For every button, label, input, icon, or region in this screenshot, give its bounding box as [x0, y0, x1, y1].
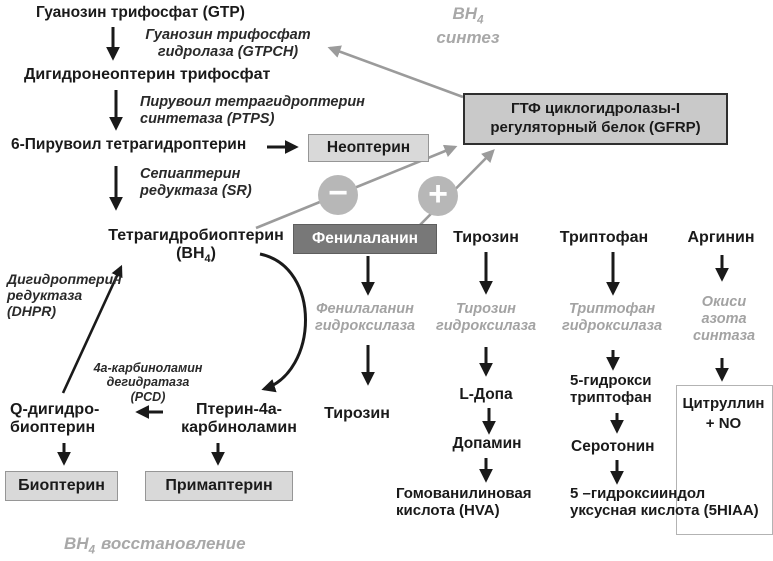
minus-icon: −	[318, 175, 358, 215]
enzyme-ptps: Пирувоил тетрагидроптерин синтетаза (PTP…	[140, 94, 385, 127]
enzyme-ptps-line2: синтетаза (PTPS)	[140, 110, 275, 127]
node-gtp: Гуанозин трифосфат (GTP)	[36, 4, 245, 21]
enzyme-gtpch-line2: гидролаза (GTPCH)	[157, 43, 299, 60]
tyrosine-header: Тирозин	[453, 229, 519, 246]
enzyme-trp-hydroxylase: Триптофан гидроксилаза	[561, 301, 663, 335]
enzyme-nos: Окиси азота синтаза	[692, 294, 756, 345]
primapterin-box: Примаптерин	[145, 471, 293, 501]
gfrp-label-line1: ГТФ циклогидролазы-I	[510, 100, 681, 118]
node-dopamine: Допамин	[452, 435, 522, 452]
enzyme-tyr-hydroxylase: Тирозин гидроксилаза	[435, 301, 537, 335]
section-bh4-synthesis: ВН4 синтез	[436, 4, 500, 48]
enzyme-dhpr: Дигидроптерин редуктаза (DHPR)	[7, 271, 122, 320]
plus-icon: +	[418, 176, 458, 216]
node-hva: Гомованилиновая кислота (HVA)	[396, 485, 532, 519]
enzyme-phe-hydroxylase: Фенилаланин гидроксилаза	[314, 301, 416, 335]
tryptophan-header: Триптофан	[559, 229, 649, 246]
biopterin-box: Биоптерин	[5, 471, 118, 501]
node-bh4-line1: Тетрагидробиоптерин	[108, 227, 284, 244]
enzyme-gtpch-line1: Гуанозин трифосфат	[145, 27, 311, 43]
node-serotonin: Серотонин	[571, 438, 655, 455]
node-tyrosine-product: Тирозин	[324, 405, 390, 422]
node-citrulline-no: Цитруллин + NO	[682, 395, 765, 432]
node-ldopa: L-Допа	[459, 386, 513, 403]
node-bh4: Тетрагидробиоптерин (ВН4)	[100, 227, 292, 265]
enzyme-pcd: 4а-карбиноламин дегидратаза (PCD)	[93, 361, 203, 404]
primapterin-label: Примаптерин	[165, 477, 273, 494]
enzyme-sr: Сепиаптерин редуктаза (SR)	[140, 166, 310, 199]
enzyme-sr-line2: редуктаза (SR)	[140, 182, 252, 199]
neopterin-label: Неоптерин	[326, 139, 411, 156]
biopterin-label: Биоптерин	[18, 477, 105, 494]
phenylalanine-label: Фенилаланин	[312, 230, 418, 247]
node-qdihydrobiopterin: Q-дигидро- биоптерин	[10, 401, 100, 436]
node-bh4-line2: (ВН4)	[176, 244, 216, 266]
node-5htp: 5-гидрокси триптофан	[570, 372, 652, 406]
node-pyruvoyl: 6-Пирувоил тетрагидроптерин	[11, 136, 247, 153]
enzyme-sr-line1: Сепиаптерин	[140, 166, 241, 182]
gfrp-box: ГТФ циклогидролазы-I регуляторный белок …	[463, 93, 728, 145]
node-dihydroneopterin: Дигидронеоптерин трифосфат	[24, 66, 271, 83]
phenylalanine-box: Фенилаланин	[293, 224, 437, 254]
node-pterin-carbinolamine: Птерин-4а- карбиноламин	[181, 401, 297, 436]
enzyme-ptps-line1: Пирувоил тетрагидроптерин	[140, 94, 365, 110]
node-5hiaa: 5 –гидроксииндол уксусная кислота (5HIAA…	[570, 485, 759, 519]
enzyme-gtpch: Гуанозин трифосфат гидролаза (GTPCH)	[138, 27, 318, 60]
neopterin-box: Неоптерин	[308, 134, 429, 162]
gfrp-label-line2: регуляторный белок (GFRP)	[490, 119, 701, 136]
arginine-header: Аргинин	[687, 229, 755, 246]
